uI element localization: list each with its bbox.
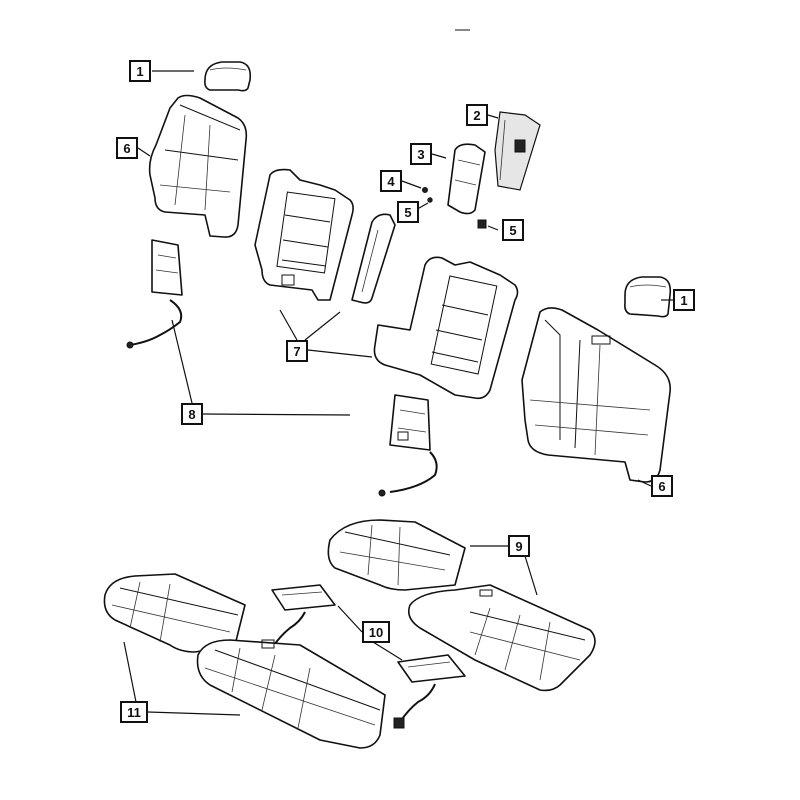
- seat-back-heater-right[interactable]: [378, 394, 438, 497]
- cushion-heater-right[interactable]: [393, 654, 466, 729]
- callout-1-right[interactable]: 1: [673, 289, 695, 311]
- armrest-cover[interactable]: [447, 143, 486, 215]
- seat-back-cover-right[interactable]: [521, 307, 672, 483]
- callout-10[interactable]: 10: [362, 621, 390, 643]
- cushion-cover-left[interactable]: [103, 573, 246, 653]
- callout-1-left[interactable]: 1: [129, 60, 151, 82]
- callout-2[interactable]: 2: [466, 104, 488, 126]
- callout-8[interactable]: 8: [181, 403, 203, 425]
- leader-lines: [123, 70, 673, 716]
- clip-part[interactable]: [422, 187, 428, 193]
- headrest-right[interactable]: [624, 276, 672, 318]
- seat-back-heater-left[interactable]: [126, 239, 183, 349]
- callout-11[interactable]: 11: [120, 701, 148, 723]
- seat-back-frame-right[interactable]: [373, 256, 519, 400]
- callout-3[interactable]: 3: [410, 143, 432, 165]
- seat-back-cover-left[interactable]: [148, 94, 248, 238]
- callout-5-upper[interactable]: 5: [397, 201, 419, 223]
- armrest-bezel[interactable]: [494, 111, 541, 191]
- callout-6-left[interactable]: 6: [116, 137, 138, 159]
- callout-4[interactable]: 4: [380, 170, 402, 192]
- callout-5-lower[interactable]: 5: [502, 219, 524, 241]
- fastener-part-a[interactable]: [427, 197, 433, 203]
- cushion-cover-right[interactable]: [407, 584, 596, 692]
- cushion-cover-upper[interactable]: [327, 519, 466, 591]
- fastener-part-b[interactable]: [477, 219, 487, 229]
- callout-7[interactable]: 7: [286, 340, 308, 362]
- seat-back-frame-left[interactable]: [254, 168, 354, 301]
- cushion-cover-bench[interactable]: [196, 639, 386, 749]
- headrest-left[interactable]: [204, 61, 252, 92]
- side-bolster[interactable]: [351, 213, 396, 304]
- callout-9[interactable]: 9: [508, 535, 530, 557]
- callout-6-right[interactable]: 6: [651, 475, 673, 497]
